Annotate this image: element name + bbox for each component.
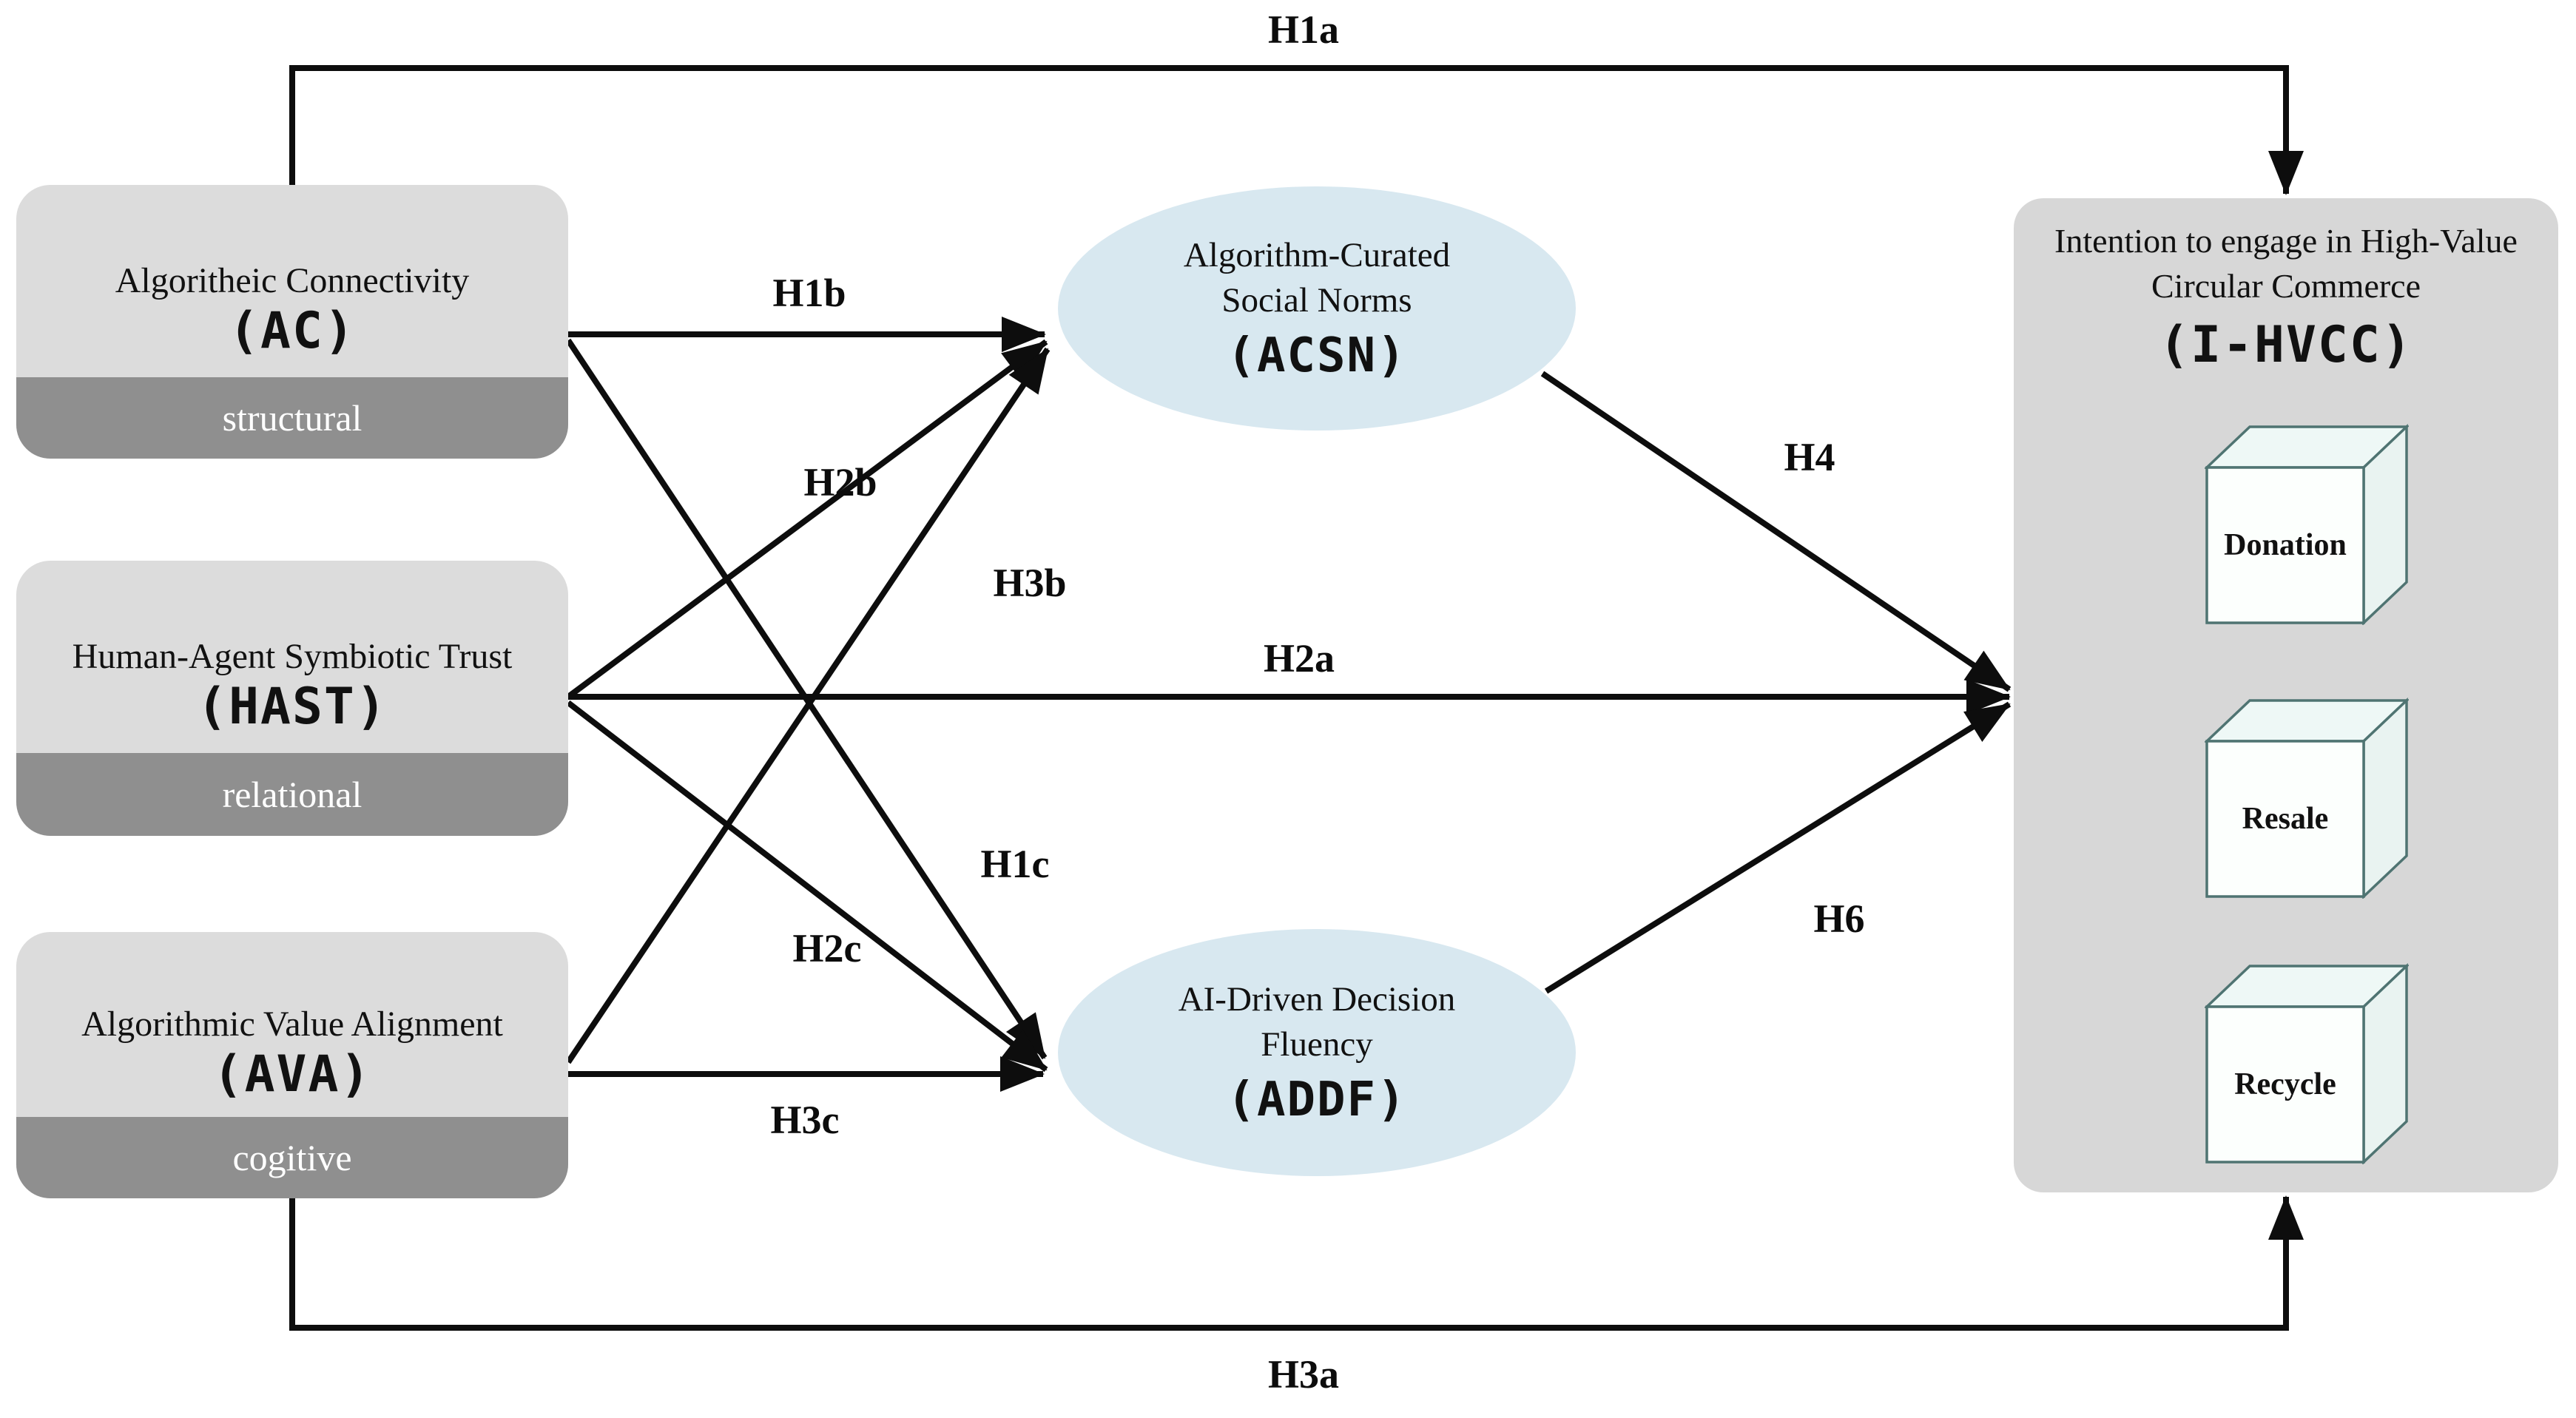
cube-icon [2205, 424, 2409, 625]
construct-ac-title: Algoritheic Connectivity [115, 261, 470, 301]
construct-hast-dimension-strip: relational [16, 753, 568, 836]
hypothesis-label-h1b: H1b [772, 271, 846, 315]
construct-hast-acronym: (HAST) [197, 677, 388, 736]
construct-ac-dimension-strip: structural [16, 377, 568, 459]
hypothesis-label-h1a: H1a [1267, 7, 1340, 52]
mediator-addf-title-line2: Fluency [1261, 1024, 1373, 1064]
cube-resale: Resale [2205, 698, 2409, 899]
construct-box-ac: Algoritheic Connectivity (AC) structural [16, 185, 568, 459]
mediator-ellipse-acsn: Algorithm-Curated Social Norms (ACSN) [1058, 186, 1576, 431]
mediator-ellipse-addf: AI-Driven Decision Fluency (ADDF) [1058, 929, 1576, 1176]
outcome-title-line1: Intention to engage in High-Value [2054, 222, 2518, 260]
hypothesis-label-h2c: H2c [792, 926, 862, 970]
arrow-h3a [289, 1195, 2304, 1331]
construct-hast-dimension-label: relational [222, 774, 363, 815]
outcome-acronym: (I-HVCC) [2159, 316, 2413, 375]
arrow-h1a [289, 65, 2304, 195]
construct-hast-title: Human-Agent Symbiotic Trust [72, 637, 513, 677]
hypothesis-label-h1c: H1c [980, 842, 1050, 886]
cube-recycle-label: Recycle [2234, 1067, 2336, 1101]
cube-resale-label: Resale [2242, 802, 2329, 836]
arrow-h6 [1544, 701, 2012, 994]
construct-ava-title: Algorithmic Value Alignment [81, 1005, 503, 1044]
arrow-h2b [566, 339, 1048, 700]
mediator-acsn-acronym: (ACSN) [1227, 328, 1407, 383]
construct-ac-body: Algoritheic Connectivity (AC) [16, 185, 568, 377]
mediator-acsn-title-line1: Algorithm-Curated [1183, 235, 1451, 274]
construct-hast-body: Human-Agent Symbiotic Trust (HAST) [16, 561, 568, 753]
construct-ava-dimension-strip: cogitive [16, 1117, 568, 1198]
mediator-acsn-title-line2: Social Norms [1221, 280, 1412, 320]
hypothesis-label-h6: H6 [1813, 897, 1865, 941]
construct-ava-acronym: (AVA) [212, 1044, 372, 1104]
construct-ava-dimension-label: cogitive [232, 1137, 352, 1178]
hypothesis-label-h2b: H2b [803, 460, 877, 504]
outcome-title-line2: Circular Commerce [2151, 266, 2421, 305]
construct-box-ava: Algorithmic Value Alignment (AVA) cogiti… [16, 932, 568, 1198]
hypothesis-label-h2a: H2a [1263, 636, 1335, 681]
construct-ac-acronym: (AC) [229, 301, 356, 360]
cube-icon [2205, 698, 2409, 899]
hypothesis-label-h3c: H3c [770, 1098, 840, 1142]
hypothesis-label-h3b: H3b [993, 561, 1067, 605]
cube-recycle: Recycle [2205, 963, 2409, 1164]
mediator-addf-acronym: (ADDF) [1227, 1072, 1407, 1127]
cube-donation: Donation [2205, 424, 2409, 625]
mediator-addf-title-line1: AI-Driven Decision [1178, 979, 1456, 1019]
hypothesis-label-h4: H4 [1784, 435, 1835, 479]
construct-ac-dimension-label: structural [222, 397, 363, 439]
arrow-h4 [1540, 371, 2012, 692]
outcome-box-ihvcc: Intention to engage in High-Value Circul… [2014, 198, 2558, 1192]
cube-icon [2205, 963, 2409, 1164]
construct-box-hast: Human-Agent Symbiotic Trust (HAST) relat… [16, 561, 568, 836]
hypothesis-label-h3a: H3a [1267, 1352, 1340, 1397]
arrow-h2c [566, 700, 1048, 1073]
cube-donation-label: Donation [2224, 528, 2347, 562]
construct-ava-body: Algorithmic Value Alignment (AVA) [16, 932, 568, 1117]
